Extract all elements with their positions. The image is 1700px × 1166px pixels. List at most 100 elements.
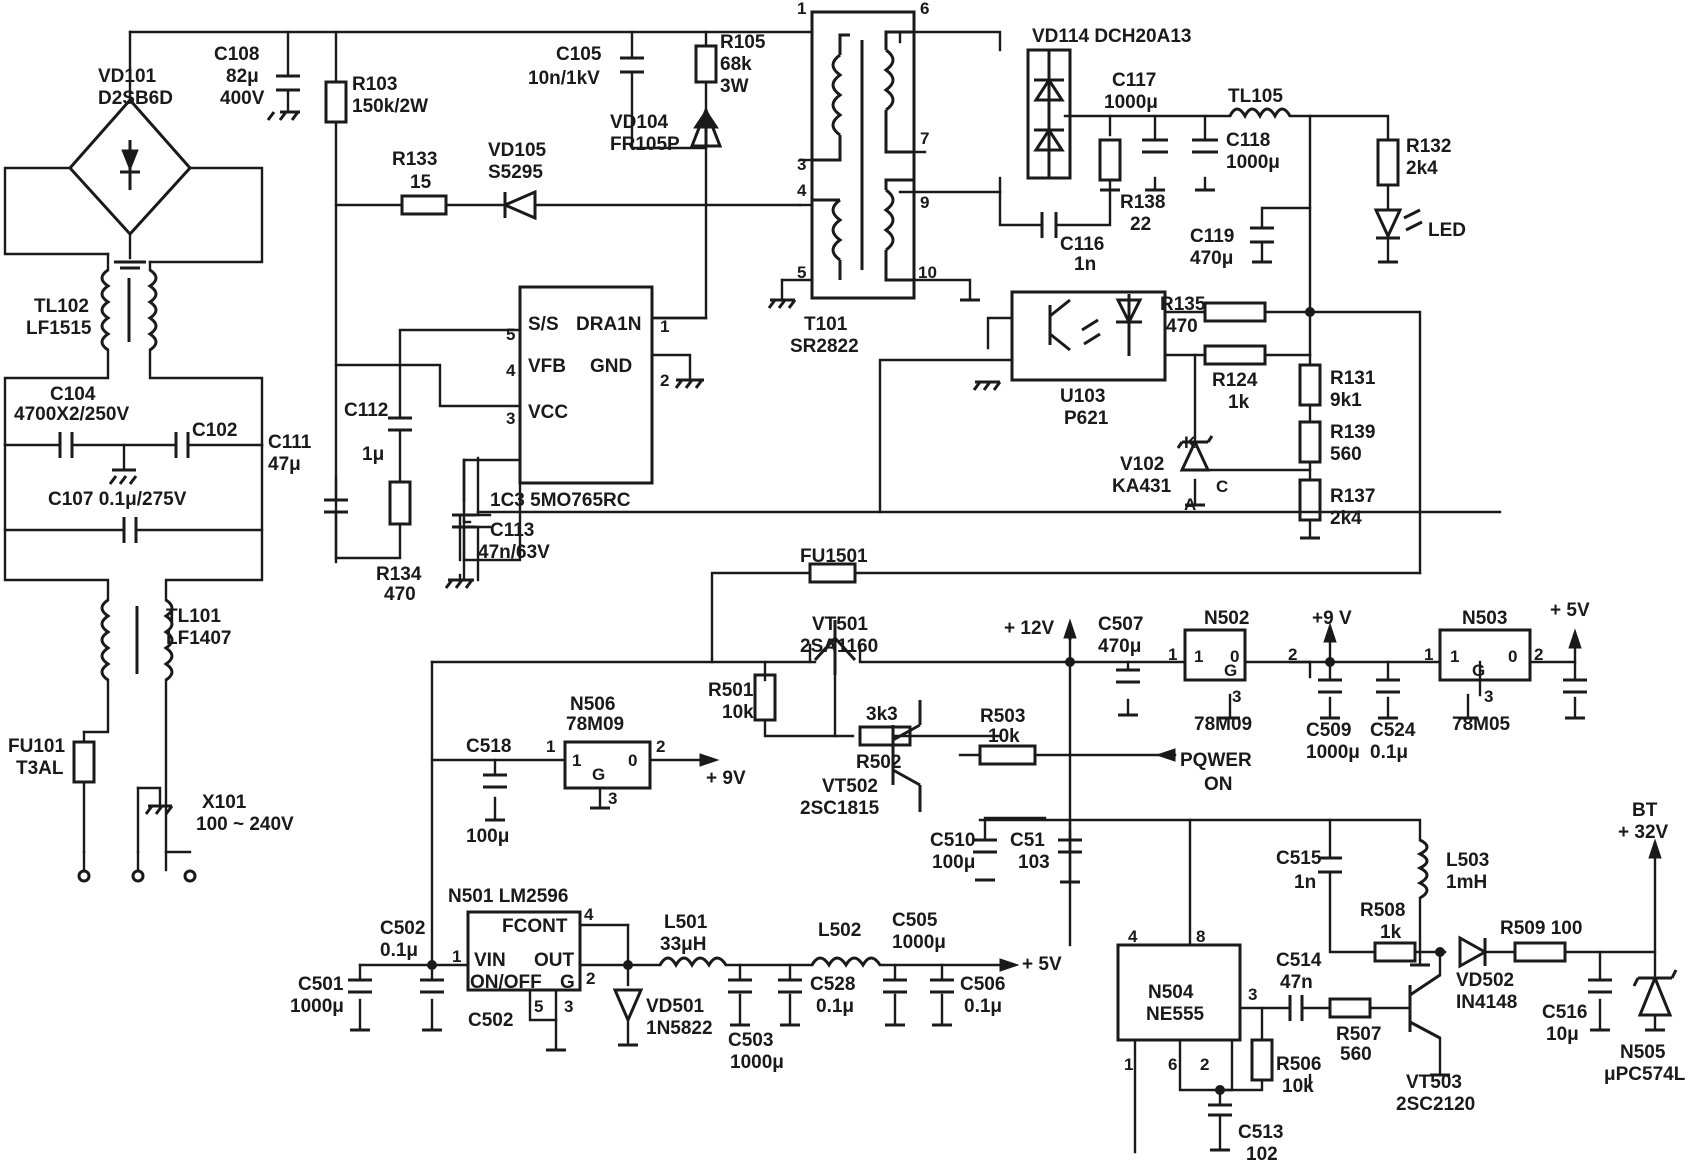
n505-value: μPC574L — [1604, 1064, 1686, 1085]
fu1501-ref: FU1501 — [800, 546, 868, 567]
r137-ref: R137 — [1330, 486, 1375, 507]
n503-pin-1: 1 — [1424, 645, 1433, 664]
resistor-r105-symbol — [694, 44, 718, 84]
ic3-pin-vcc: VCC — [528, 402, 568, 423]
capacitor-c104-symbol — [58, 432, 74, 458]
t101-pin9: 9 — [920, 193, 929, 212]
symbols — [58, 10, 1678, 1152]
n501-pin2: 2 — [586, 969, 595, 988]
c105-value: 10n/1kV — [528, 68, 600, 89]
vd501-ref: VD501 — [646, 996, 705, 1017]
c501-value: 1000μ — [290, 996, 344, 1017]
c509-ref: C509 — [1306, 720, 1351, 741]
inductor-tl101a-symbol — [100, 598, 111, 682]
bt-line2: + 32V — [1618, 822, 1669, 843]
resistor-r508-symbol — [1373, 941, 1417, 963]
resistor-r133-symbol — [400, 194, 448, 216]
vt502-value: 2SC1815 — [800, 798, 880, 819]
vd114-label: VD114 DCH20A13 — [1032, 26, 1191, 47]
labels: VD101 D2SB6D C108 82μ 400V R103 150k/2W … — [8, 0, 1686, 1165]
vd104-value: FR105P — [610, 134, 680, 155]
vt503-ref: VT503 — [1406, 1072, 1462, 1093]
vd101-value: D2SB6D — [98, 88, 173, 109]
r503-value: 10k — [988, 726, 1020, 747]
v102-pin-k: K — [1184, 433, 1197, 452]
ic3-pin5: 5 — [506, 325, 515, 344]
arrow-up-icon — [1568, 628, 1582, 649]
capacitor-c51-symbol — [1058, 838, 1082, 854]
c524-ref: C524 — [1370, 720, 1416, 741]
vt503-value: 2SC2120 — [1396, 1094, 1475, 1115]
n502-pin-3: 3 — [1232, 687, 1241, 706]
inductor-l502-symbol — [810, 956, 882, 968]
capacitor-c501-symbol — [348, 978, 372, 994]
transistor-vt503-symbol — [1408, 973, 1441, 1040]
ic3-pin3: 3 — [506, 409, 515, 428]
n506-pin-1: 1 — [546, 737, 555, 756]
c108-rating: 400V — [220, 88, 265, 109]
n503-ref: N503 — [1462, 608, 1507, 629]
c513-value: 102 — [1246, 1144, 1278, 1165]
r103-value: 150k/2W — [352, 96, 428, 117]
ground-icon — [674, 378, 704, 389]
vd501-value: 1N5822 — [646, 1018, 713, 1039]
ground-icon — [972, 380, 1002, 391]
c506-ref: C506 — [960, 974, 1005, 995]
tl105-ref: TL105 — [1228, 86, 1283, 107]
c112-value: 1μ — [362, 444, 384, 465]
c105-ref: C105 — [556, 44, 602, 65]
c116-value: 1n — [1074, 254, 1096, 275]
n504-pin4: 4 — [1128, 927, 1138, 946]
capacitor-c509-symbol — [1318, 678, 1342, 694]
vd105-value: S5295 — [488, 162, 543, 183]
arrow-up-icon — [1648, 838, 1662, 859]
capacitor-c507-symbol — [1116, 668, 1140, 684]
r507-ref: R507 — [1336, 1024, 1381, 1045]
transistor-vt502-symbol — [891, 723, 921, 787]
vt501-ref: VT501 — [812, 614, 868, 635]
r135-value: 470 — [1166, 316, 1198, 337]
transformer-winding-icon — [831, 53, 843, 137]
c515-value: 1n — [1294, 872, 1316, 893]
c111-value: 47μ — [268, 454, 301, 475]
n506-ref: N506 — [570, 694, 615, 715]
n501-pin5: 5 — [534, 997, 543, 1016]
power-on-line1: PQWER — [1180, 750, 1252, 771]
t101-ref: T101 — [804, 314, 848, 335]
u103-value: P621 — [1064, 408, 1109, 429]
capacitor-c513-symbol — [1208, 1103, 1232, 1117]
vd502-value: IN4148 — [1456, 992, 1517, 1013]
ground-icon — [767, 298, 797, 309]
r124-ref: R124 — [1212, 370, 1258, 391]
ground-icon — [114, 260, 146, 270]
r105-ref: R105 — [720, 32, 766, 53]
r502-value: 3k3 — [866, 704, 898, 725]
c524-value: 0.1μ — [1370, 742, 1408, 763]
c514-value: 47n — [1280, 972, 1313, 993]
n501-pin4: 4 — [584, 905, 594, 924]
led-symbol — [1373, 208, 1403, 240]
r501-ref: R501 — [708, 680, 754, 701]
capacitor-c112b-symbol — [324, 498, 348, 514]
c119-ref: C119 — [1190, 226, 1234, 247]
n503-pin-g: G — [1472, 661, 1485, 680]
n503-pin-2: 2 — [1534, 645, 1543, 664]
r132-ref: R132 — [1406, 136, 1451, 157]
resistor-r502-symbol — [858, 725, 912, 747]
r135-ref: R135 — [1160, 294, 1206, 315]
r131-ref: R131 — [1330, 368, 1376, 389]
c509-value: 1000μ — [1306, 742, 1360, 763]
diode-vd105-symbol — [501, 189, 537, 221]
t101-pin4: 4 — [797, 181, 807, 200]
r503-ref: R503 — [980, 706, 1025, 727]
transformer-t101-symbol — [810, 10, 916, 300]
r133-value: 15 — [410, 172, 432, 193]
c108-ref: C108 — [214, 44, 259, 65]
r139-value: 560 — [1330, 444, 1362, 465]
n503-pin-in: 1 — [1450, 647, 1459, 666]
led-ref: LED — [1428, 220, 1466, 241]
v102-pin-a: A — [1184, 495, 1196, 514]
x101-value: 100 ~ 240V — [196, 814, 294, 835]
capacitor-c116-symbol — [1040, 212, 1058, 238]
